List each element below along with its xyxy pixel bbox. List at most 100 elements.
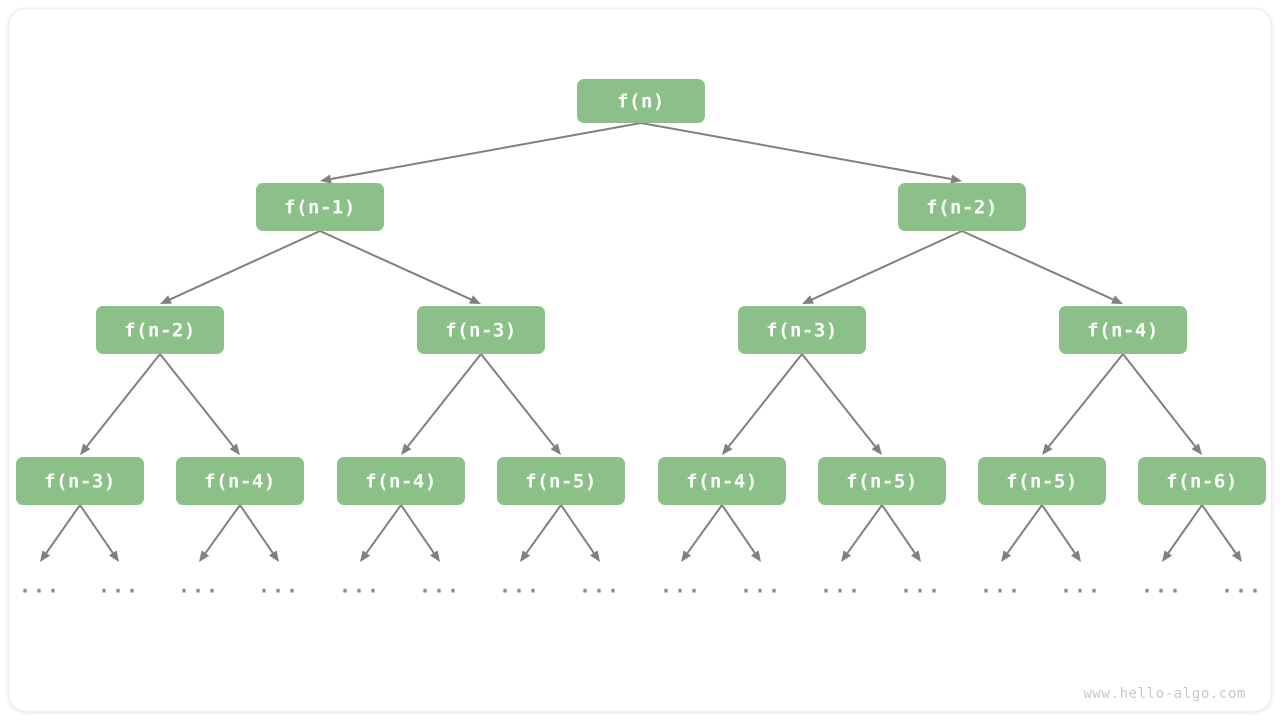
tree-node[interactable]: f(n-3) bbox=[738, 306, 866, 354]
edge-n0-n2-line bbox=[640, 122, 952, 181]
edge-n7-ellipsis-arrowhead bbox=[108, 550, 119, 562]
node-box bbox=[497, 457, 625, 505]
node-box bbox=[176, 457, 304, 505]
edge-n10-ellipsis-arrowhead bbox=[520, 550, 531, 562]
node-box bbox=[1138, 457, 1266, 505]
edge-n1-n3-arrowhead bbox=[160, 295, 172, 304]
edge-n8-ellipsis-arrowhead bbox=[268, 550, 279, 562]
ellipsis-label: ... bbox=[1060, 574, 1102, 598]
edge-n5-n12-line bbox=[801, 353, 876, 447]
edge-n12-ellipsis-line bbox=[881, 504, 916, 554]
edge-n9-ellipsis-line bbox=[400, 504, 435, 554]
edge-n0-n2-arrowhead bbox=[950, 174, 962, 184]
edge-n2-n5-line bbox=[811, 230, 963, 301]
edge-n13-ellipsis-arrowhead bbox=[1070, 550, 1081, 562]
edge-n5-n12-arrowhead bbox=[871, 443, 882, 455]
tree-node[interactable]: f(n-4) bbox=[176, 457, 304, 505]
tree-node[interactable]: f(n-1) bbox=[256, 183, 384, 231]
edge-n4-n9-line bbox=[407, 353, 482, 447]
node-label: f(n-5) bbox=[525, 471, 597, 493]
node-label: f(n-3) bbox=[445, 320, 517, 342]
edge-n6-n14-arrowhead bbox=[1191, 443, 1202, 455]
ellipsis-label: ... bbox=[740, 574, 782, 598]
tree-node[interactable]: f(n-4) bbox=[1059, 306, 1187, 354]
edge-n14-ellipsis-arrowhead bbox=[1162, 550, 1173, 562]
tree-node[interactable]: f(n-3) bbox=[16, 457, 144, 505]
ellipsis-label: ... bbox=[820, 574, 862, 598]
edge-n3-n7-arrowhead bbox=[80, 443, 91, 455]
diagram-card bbox=[8, 8, 1272, 712]
tree-node[interactable]: f(n-2) bbox=[96, 306, 224, 354]
edge-n7-ellipsis-line bbox=[79, 504, 114, 554]
edges-layer bbox=[40, 122, 1242, 562]
node-label: f(n-4) bbox=[686, 471, 758, 493]
edge-n8-ellipsis-line bbox=[204, 504, 241, 554]
node-box bbox=[577, 79, 705, 123]
edge-n6-n14-line bbox=[1122, 353, 1197, 447]
edge-n2-n6-arrowhead bbox=[1111, 295, 1123, 304]
tree-node[interactable]: f(n-5) bbox=[818, 457, 946, 505]
ellipses-layer: ........................................… bbox=[19, 574, 1263, 598]
node-box bbox=[96, 306, 224, 354]
edge-n13-ellipsis-line bbox=[1006, 504, 1043, 554]
edge-n2-n5-arrowhead bbox=[802, 295, 814, 304]
edge-n2-n6-line bbox=[961, 230, 1114, 301]
edge-n1-n4-arrowhead bbox=[469, 295, 481, 304]
ellipsis-label: ... bbox=[499, 574, 541, 598]
edge-n9-ellipsis-arrowhead bbox=[360, 550, 371, 562]
tree-node[interactable]: f(n-5) bbox=[497, 457, 625, 505]
node-label: f(n-6) bbox=[1166, 471, 1238, 493]
edge-n4-n10-line bbox=[480, 353, 555, 447]
edge-n7-ellipsis-arrowhead bbox=[40, 550, 51, 562]
ellipsis-label: ... bbox=[900, 574, 942, 598]
edge-n14-ellipsis-line bbox=[1201, 504, 1237, 554]
edge-n6-n13-line bbox=[1048, 353, 1124, 448]
edge-n3-n8-arrowhead bbox=[229, 443, 240, 455]
ellipsis-label: ... bbox=[980, 574, 1022, 598]
tree-node[interactable]: f(n) bbox=[577, 79, 705, 123]
node-label: f(n-2) bbox=[926, 197, 998, 219]
tree-node[interactable]: f(n-4) bbox=[658, 457, 786, 505]
edge-n7-ellipsis-line bbox=[45, 504, 81, 554]
edge-n14-ellipsis-arrowhead bbox=[1231, 550, 1242, 562]
edge-n11-ellipsis-line bbox=[721, 504, 756, 554]
ellipsis-label: ... bbox=[178, 574, 220, 598]
node-label: f(n-1) bbox=[284, 197, 356, 219]
edge-n10-ellipsis-line bbox=[560, 504, 595, 554]
node-label: f(n-5) bbox=[846, 471, 918, 493]
tree-node[interactable]: f(n-6) bbox=[1138, 457, 1266, 505]
edge-n8-ellipsis-arrowhead bbox=[199, 550, 210, 562]
tree-node[interactable]: f(n-4) bbox=[337, 457, 465, 505]
ellipsis-label: ... bbox=[1221, 574, 1263, 598]
node-label: f(n-2) bbox=[124, 320, 196, 342]
edge-n12-ellipsis-line bbox=[846, 504, 883, 554]
ellipsis-label: ... bbox=[339, 574, 381, 598]
node-box bbox=[898, 183, 1026, 231]
edge-n12-ellipsis-arrowhead bbox=[910, 550, 921, 562]
edge-n1-n4-line bbox=[319, 230, 472, 301]
ellipsis-label: ... bbox=[258, 574, 300, 598]
edge-n3-n8-line bbox=[159, 353, 234, 447]
ellipsis-label: ... bbox=[579, 574, 621, 598]
edge-n0-n1-line bbox=[330, 122, 642, 181]
edge-n4-n10-arrowhead bbox=[550, 443, 561, 455]
node-box bbox=[1059, 306, 1187, 354]
edge-n4-n9-arrowhead bbox=[401, 443, 412, 455]
edge-n11-ellipsis-arrowhead bbox=[681, 550, 692, 562]
edge-n11-ellipsis-arrowhead bbox=[750, 550, 761, 562]
node-label: f(n-4) bbox=[204, 471, 276, 493]
tree-node[interactable]: f(n-5) bbox=[978, 457, 1106, 505]
ellipsis-label: ... bbox=[660, 574, 702, 598]
ellipsis-label: ... bbox=[98, 574, 140, 598]
edge-n10-ellipsis-arrowhead bbox=[589, 550, 600, 562]
ellipsis-label: ... bbox=[419, 574, 461, 598]
node-label: f(n) bbox=[617, 91, 665, 113]
edge-n8-ellipsis-line bbox=[239, 504, 274, 554]
node-label: f(n-3) bbox=[44, 471, 116, 493]
edge-n11-ellipsis-line bbox=[686, 504, 723, 554]
edge-n12-ellipsis-arrowhead bbox=[841, 550, 852, 562]
tree-node[interactable]: f(n-2) bbox=[898, 183, 1026, 231]
tree-node[interactable]: f(n-3) bbox=[417, 306, 545, 354]
edge-n6-n13-arrowhead bbox=[1042, 443, 1053, 455]
